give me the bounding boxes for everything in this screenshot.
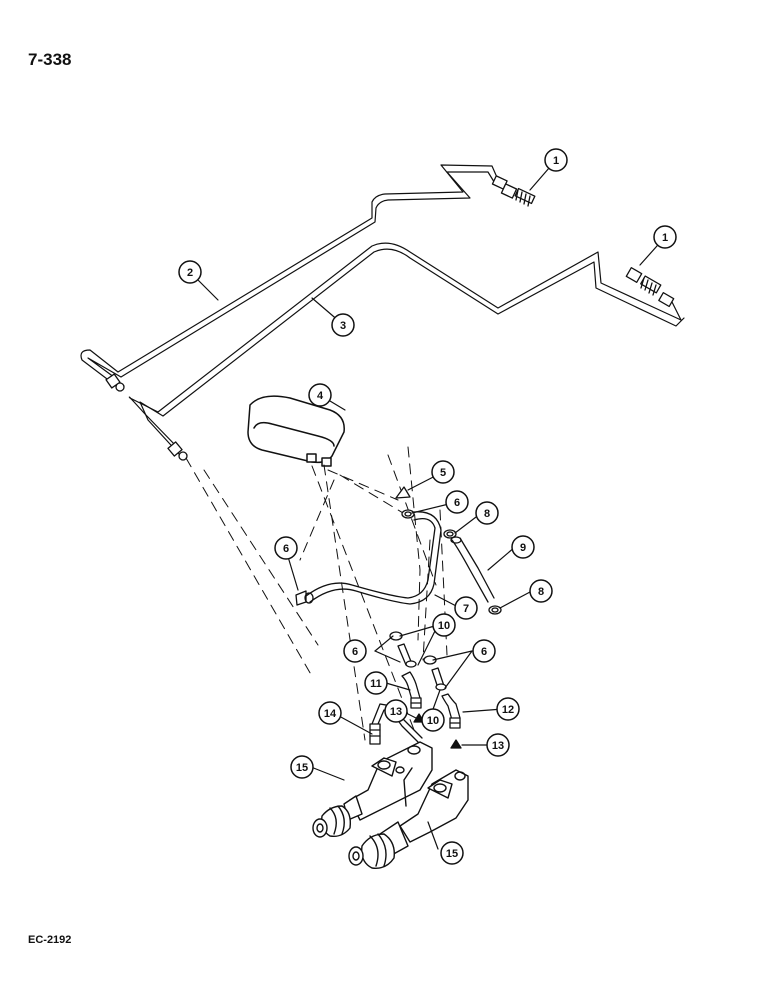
svg-text:5: 5 xyxy=(440,467,446,479)
callout-13-upper: 13 xyxy=(384,699,408,723)
svg-text:13: 13 xyxy=(492,740,504,752)
svg-text:6: 6 xyxy=(454,497,460,509)
svg-text:11: 11 xyxy=(370,678,382,690)
seal-13-lower xyxy=(450,739,462,749)
svg-text:15: 15 xyxy=(296,762,308,774)
fitting-1-upper xyxy=(500,183,536,207)
callout-1-upper: 1 xyxy=(544,148,568,172)
callout-15-bottom: 15 xyxy=(440,841,464,865)
callout-8-lower: 8 xyxy=(529,579,553,603)
elbow-connector-11 xyxy=(401,671,422,709)
brake-pipe-2 xyxy=(80,164,500,386)
callout-10-lower: 10 xyxy=(421,708,445,732)
figure-reference: EC-2192 xyxy=(28,934,72,946)
callout-13-lower: 13 xyxy=(486,733,510,757)
fluid-reservoir xyxy=(247,395,345,467)
svg-text:13: 13 xyxy=(390,706,402,718)
hose-9 xyxy=(450,536,495,603)
assembly-dashed-lines xyxy=(185,446,448,741)
callout-2: 2 xyxy=(178,260,202,284)
master-cylinder-15-rear xyxy=(312,741,433,838)
callout-1-lower: 1 xyxy=(653,225,677,249)
svg-text:6: 6 xyxy=(283,543,289,555)
callout-12: 12 xyxy=(496,697,520,721)
pipe-union-lower-left xyxy=(167,441,188,461)
pipe-union-right-lower xyxy=(658,292,675,308)
callout-6-left: 6 xyxy=(274,536,298,560)
svg-text:1: 1 xyxy=(553,155,559,167)
svg-text:6: 6 xyxy=(352,646,358,658)
callout-4: 4 xyxy=(308,383,332,407)
svg-text:15: 15 xyxy=(446,848,458,860)
svg-text:14: 14 xyxy=(324,708,337,720)
svg-text:10: 10 xyxy=(427,715,439,727)
svg-text:4: 4 xyxy=(317,390,324,402)
elbow-connector-12 xyxy=(441,693,461,729)
clamp-5 xyxy=(395,486,411,499)
hose-7 xyxy=(304,511,442,605)
svg-text:3: 3 xyxy=(340,320,346,332)
callout-6-upper: 6 xyxy=(445,490,469,514)
callout-9: 9 xyxy=(511,535,535,559)
connector-10-right xyxy=(423,655,447,691)
connector-10-left xyxy=(389,631,417,668)
callout-14: 14 xyxy=(318,701,342,725)
svg-text:7: 7 xyxy=(463,603,469,615)
svg-text:9: 9 xyxy=(520,542,526,554)
page-code: 7-338 xyxy=(28,50,72,69)
svg-text:2: 2 xyxy=(187,267,193,279)
callout-6-mid-left: 6 xyxy=(343,639,367,663)
hose-clamp-8-upper xyxy=(443,529,457,539)
callout-10-upper: 10 xyxy=(432,613,456,637)
svg-text:12: 12 xyxy=(502,704,514,716)
hose-clamp-8-lower xyxy=(488,605,502,615)
brake-pipe-3 xyxy=(128,242,685,456)
callout-3: 3 xyxy=(331,313,355,337)
svg-text:6: 6 xyxy=(481,646,487,658)
callout-6-mid-right: 6 xyxy=(472,639,496,663)
callout-11: 11 xyxy=(364,671,388,695)
fitting-1-lower xyxy=(625,267,662,296)
hose-clamp-6-upper xyxy=(401,509,415,519)
callout-7: 7 xyxy=(454,596,478,620)
svg-text:10: 10 xyxy=(438,620,450,632)
pipe-union-upper-left xyxy=(105,373,125,392)
master-cylinder-15-front xyxy=(348,767,469,869)
callout-15-left: 15 xyxy=(290,755,314,779)
svg-text:8: 8 xyxy=(484,508,490,520)
callout-5: 5 xyxy=(431,460,455,484)
callout-8-upper: 8 xyxy=(475,501,499,525)
svg-text:8: 8 xyxy=(538,586,544,598)
svg-text:1: 1 xyxy=(662,232,668,244)
